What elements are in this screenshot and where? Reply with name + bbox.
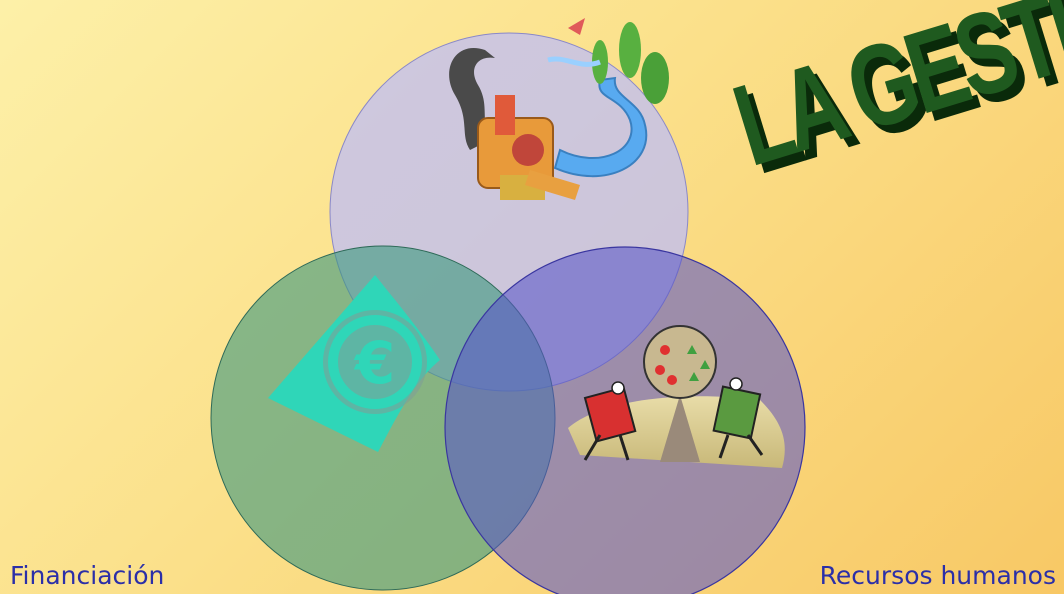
label-financiacion: Financiación xyxy=(10,561,165,590)
euro-coin-icon: € xyxy=(268,275,440,452)
machine-river-illustration xyxy=(449,18,669,200)
gardeners-tree-illustration xyxy=(568,325,785,468)
label-recursos-humanos: Recursos humanos xyxy=(819,561,1056,590)
svg-text:€: € xyxy=(353,329,395,397)
la-gestion-title-art: LA GESTIÓN LA GESTIÓN xyxy=(720,0,1064,256)
